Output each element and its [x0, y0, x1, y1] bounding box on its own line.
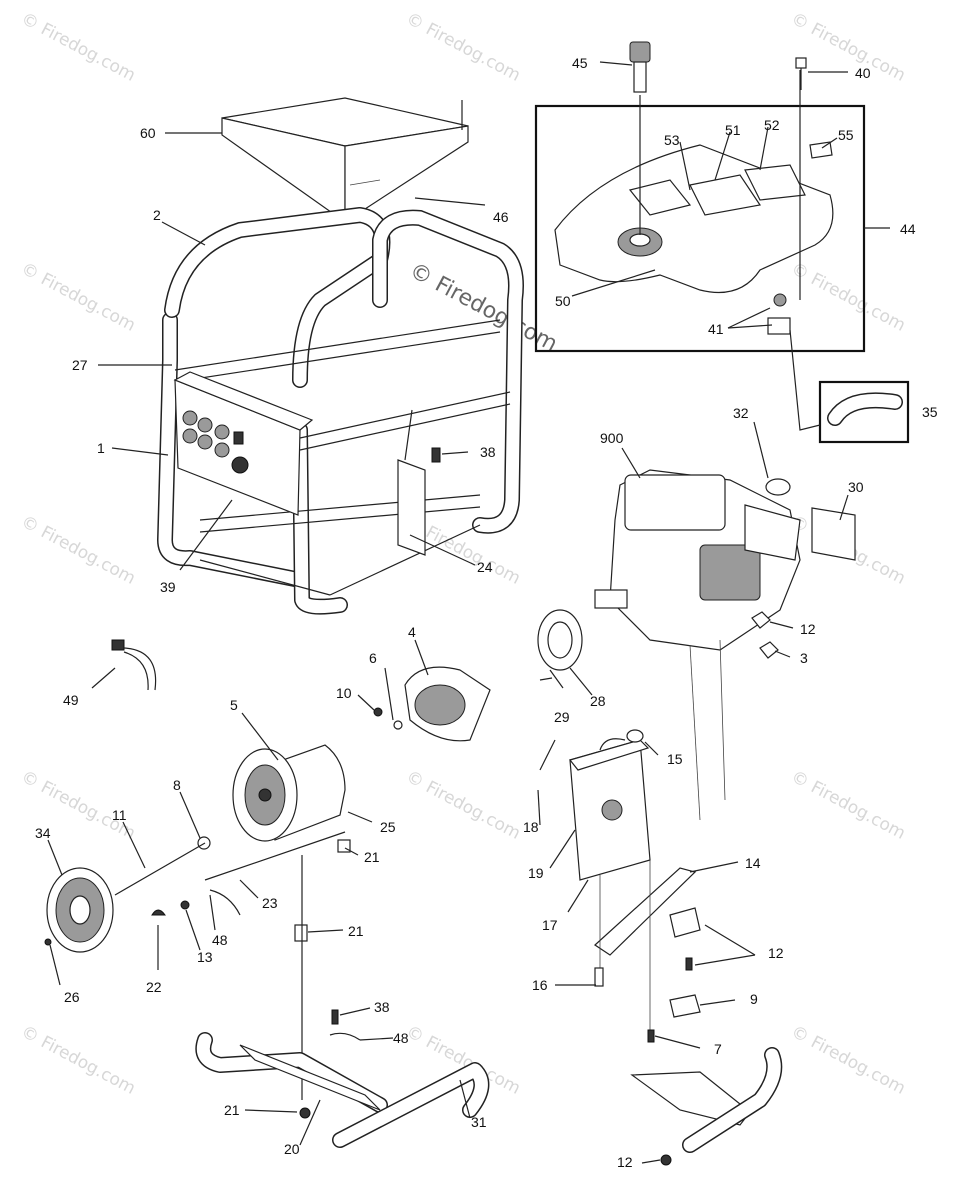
part-label: 38 [480, 444, 496, 460]
watermark: © Firedog.com [403, 9, 524, 86]
part-label: 55 [838, 127, 854, 143]
watermark: © Firedog.com [18, 512, 139, 589]
gasket-28 [537, 609, 583, 681]
part-label: 1 [97, 440, 105, 456]
part-label: 40 [855, 65, 871, 81]
part-label: 35 [922, 404, 938, 420]
part-label: 44 [900, 221, 916, 237]
part-label: 28 [590, 693, 606, 709]
part-label: 50 [555, 293, 571, 309]
part-label: 25 [380, 819, 396, 835]
part-label: 6 [369, 650, 377, 666]
part-label: 41 [708, 321, 724, 337]
part-label: 12 [617, 1154, 633, 1170]
part-label: 27 [72, 357, 88, 373]
lower-frame-right [630, 1047, 783, 1166]
muffler-17 [539, 729, 651, 881]
part-label: 60 [140, 125, 156, 141]
lower-frame-left [195, 1032, 490, 1148]
part-label: 16 [532, 977, 548, 993]
watermark: © Firedog.com [788, 9, 909, 86]
part-label: 51 [725, 122, 741, 138]
watermark-center: © Firedog.com [405, 258, 561, 357]
watermark: © Firedog.com [18, 1022, 139, 1099]
part-label: 24 [477, 559, 493, 575]
watermark: © Firedog.com [788, 259, 909, 336]
part-label: 13 [197, 949, 213, 965]
mount-bracket-14 [594, 860, 701, 1043]
control-panel-39 [173, 371, 314, 516]
part-label: 30 [848, 479, 864, 495]
watermark: © Firedog.com [788, 1022, 909, 1099]
part-label: 29 [554, 709, 570, 725]
part-label: 31 [471, 1114, 487, 1130]
part-label: 7 [714, 1041, 722, 1057]
watermark: © Firedog.com [788, 767, 909, 844]
alternator-5 [232, 744, 346, 842]
watermark: © Firedog.com [18, 9, 139, 86]
part-labels: 60 2 46 27 1 38 39 24 49 5 4 6 10 8 11 3… [35, 55, 938, 1170]
part-label: 4 [408, 624, 416, 640]
part-label: 34 [35, 825, 51, 841]
bracket-24 [397, 409, 441, 556]
part-label: 9 [750, 991, 758, 1007]
part-label: 23 [262, 895, 278, 911]
fuel-tank-group-44 [534, 70, 890, 353]
part-label: 22 [146, 979, 162, 995]
part-label: 15 [667, 751, 683, 767]
wire-harness-49 [111, 639, 157, 691]
part-label: 45 [572, 55, 588, 71]
part-label: 21 [348, 923, 364, 939]
part-label: 46 [493, 209, 509, 225]
part-label: 21 [224, 1102, 240, 1118]
part-label: 39 [160, 579, 176, 595]
part-label: 10 [336, 685, 352, 701]
part-label: 26 [64, 989, 80, 1005]
bolt-40 [795, 57, 807, 90]
fan-34 [46, 867, 114, 953]
part-label: 8 [173, 777, 181, 793]
leader-lines [47, 61, 849, 1164]
part-label: 17 [542, 917, 558, 933]
part-label: 18 [523, 819, 539, 835]
watermark: © Firedog.com [403, 1022, 524, 1099]
stator-housing-4 [404, 666, 491, 742]
part-label: 49 [63, 692, 79, 708]
part-label: 14 [745, 855, 761, 871]
part-label: 900 [600, 430, 624, 446]
fuel-cap-45 [629, 41, 651, 93]
part-label: 21 [364, 849, 380, 865]
part-label: 12 [768, 945, 784, 961]
part-label: 20 [284, 1141, 300, 1157]
watermark: © Firedog.com [403, 767, 524, 844]
part-label: 48 [393, 1030, 409, 1046]
engine-900 [594, 469, 856, 821]
part-label: 5 [230, 697, 238, 713]
top-tray-60 [221, 97, 469, 224]
part-label: 38 [374, 999, 390, 1015]
part-label: 19 [528, 865, 544, 881]
watermark: © Firedog.com [18, 259, 139, 336]
part-label: 32 [733, 405, 749, 421]
part-label: 11 [112, 807, 127, 823]
part-label: 52 [764, 117, 780, 133]
part-label: 53 [664, 132, 680, 148]
fuel-line-35 [789, 329, 910, 444]
part-label: 3 [800, 650, 808, 666]
part-label: 48 [212, 932, 228, 948]
part-label: 12 [800, 621, 816, 637]
part-label: 2 [153, 207, 161, 223]
